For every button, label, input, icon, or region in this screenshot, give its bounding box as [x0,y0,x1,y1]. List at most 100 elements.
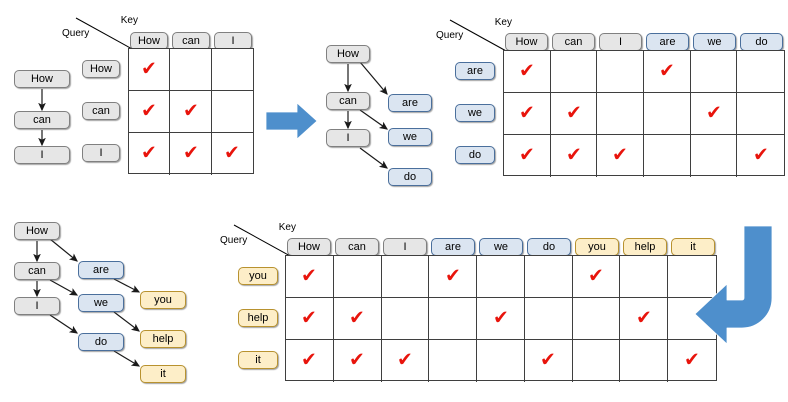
bottom-left-tree-node-we: we [78,294,124,312]
query-axis-label: Query [436,30,464,41]
checkmark-icon: ✔ [492,305,509,329]
matrix-cell-are-do [737,51,785,93]
matrix-cell-do-are [644,135,691,177]
top-middle-tree-node-how: How [326,45,370,63]
key-axis-label: Key [494,17,512,28]
matrix-cell-how-how: ✔ [129,49,171,91]
checkmark-icon: ✔ [565,143,582,167]
checkmark-icon: ✔ [301,263,318,287]
matrix-cell-it-we [477,340,525,382]
matrix-cell-are-we [690,51,738,93]
matrix-cell-do-i: ✔ [597,135,645,177]
bottom-left-tree-node-it: it [140,365,186,383]
matrix-cell-do-do: ✔ [737,135,784,177]
matrix-cell-you-are: ✔ [429,256,478,298]
query-axis-label: Query [220,235,248,246]
matrix-cell-help-do [524,298,573,340]
column-header-how: How [287,238,331,256]
checkmark-icon: ✔ [587,263,605,287]
row-label-do: do [455,146,495,164]
matrix-cell-help-help: ✔ [620,298,669,340]
checkmark-icon: ✔ [396,348,414,372]
checkmark-icon: ✔ [611,143,629,167]
column-header-do: do [527,238,571,256]
checkmark-icon: ✔ [658,58,676,82]
bottom-left-tree-node-help: help [140,330,186,348]
row-label-are: are [455,62,495,80]
matrix-row: ✔✔ [504,51,785,93]
tree-edge [49,314,78,334]
bottom-left-tree-node-do: do [78,333,124,351]
attention-mask-grid: ✔✔✔✔✔✔✔✔✔✔✔✔ [285,255,717,382]
checkmark-icon: ✔ [635,305,653,329]
matrix-cell-we-are [644,93,691,135]
matrix-cell-it-you [573,340,621,382]
bottom-left-tree-node-you: you [140,291,186,309]
bottom-left-tree-node-how: How [14,222,60,240]
column-header-we: we [693,33,736,51]
tree-edge [113,311,140,332]
matrix-cell-can-i [211,91,254,133]
matrix-cell-i-how: ✔ [129,133,171,175]
matrix-cell-we-do [737,93,785,135]
matrix-row: ✔ ✔ ✔ ✔ [504,135,784,177]
column-header-help: help [623,238,667,256]
matrix-row: ✔✔✔ [129,133,253,175]
matrix-cell-help-how: ✔ [286,298,334,340]
row-label-how: How [82,60,120,78]
matrix-cell-we-how: ✔ [504,93,551,135]
checkmark-icon: ✔ [444,263,462,287]
matrix-cell-how-can [170,49,212,91]
column-header-how: How [130,32,168,50]
tree-edge [359,109,388,130]
attention-mask-grid: ✔✔✔✔✔✔✔✔✔ [503,50,785,177]
checkmark-icon: ✔ [752,143,770,167]
row-label-i: I [82,144,120,162]
checkmark-icon: ✔ [182,141,199,165]
matrix-row: ✔ ✔ ✔ [286,256,717,298]
matrix-cell-you-you: ✔ [572,256,621,298]
matrix-cell-it-are [429,340,478,382]
tree-edge [359,147,388,169]
checkmark-icon: ✔ [348,305,366,329]
column-header-we: we [479,238,523,256]
matrix-cell-we-we: ✔ [690,93,738,135]
column-header-i: I [599,33,642,51]
column-header-i: I [214,32,252,50]
matrix-cell-are-i [597,51,645,93]
attention-mask-grid: ✔✔✔✔✔✔ [128,48,254,175]
bottom-left-tree-node-can: can [14,262,60,280]
top-left-chain-node-can: can [14,111,70,129]
column-header-can: can [335,238,379,256]
column-header-you: you [575,238,619,256]
checkmark-icon: ✔ [539,348,557,372]
matrix-cell-can-can: ✔ [170,91,212,133]
column-header-can: can [552,33,595,51]
matrix-cell-it-i: ✔ [382,340,430,382]
column-header-do: do [740,33,783,51]
key-axis-label: Key [120,15,138,26]
matrix-row: ✔✔✔✔✔ [286,340,716,382]
matrix-row: ✔ ✔ ✔ ✔ [286,298,717,340]
matrix-cell-help-can: ✔ [333,298,382,340]
matrix-cell-are-are: ✔ [644,51,691,93]
top-left-chain-node-i: I [14,146,70,164]
checkmark-icon: ✔ [518,143,536,167]
checkmark-icon: ✔ [565,100,582,124]
checkmark-icon: ✔ [140,98,158,122]
top-middle-tree-node-do: do [388,168,432,186]
right-block-arrow [265,102,318,145]
matrix-cell-help-are [429,298,478,340]
matrix-cell-do-can: ✔ [551,135,598,177]
matrix-cell-are-how: ✔ [504,51,551,93]
bottom-left-tree-node-are: are [78,261,124,279]
row-label-help: help [238,309,278,327]
checkmark-icon: ✔ [140,56,158,80]
